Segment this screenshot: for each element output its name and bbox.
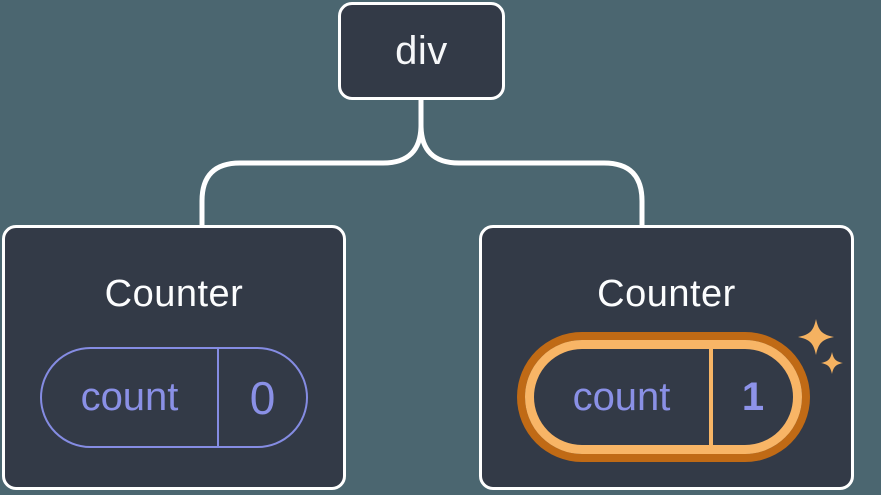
counter-card-right: Counter count 1 <box>479 225 854 490</box>
state-label-right: count <box>572 374 671 419</box>
root-node-label: div <box>395 28 448 73</box>
state-value-left: 0 <box>249 371 276 424</box>
state-pill-left: count 0 <box>40 347 308 448</box>
state-label-left: count <box>80 375 179 419</box>
state-pill-right-highlighted: count 1 <box>525 340 802 454</box>
counter-card-left: Counter count 0 <box>2 225 346 490</box>
state-label-area: count <box>42 349 217 446</box>
state-label-area: count <box>534 349 709 445</box>
state-value-right: 1 <box>741 374 765 419</box>
counter-title-right: Counter <box>597 273 736 315</box>
state-value-area: 1 <box>709 349 793 445</box>
connector-left-branch <box>199 99 424 227</box>
root-node: div <box>338 2 505 100</box>
connector-right-branch <box>418 99 645 227</box>
counter-title-left: Counter <box>104 273 244 315</box>
state-value-area: 0 <box>217 349 306 446</box>
